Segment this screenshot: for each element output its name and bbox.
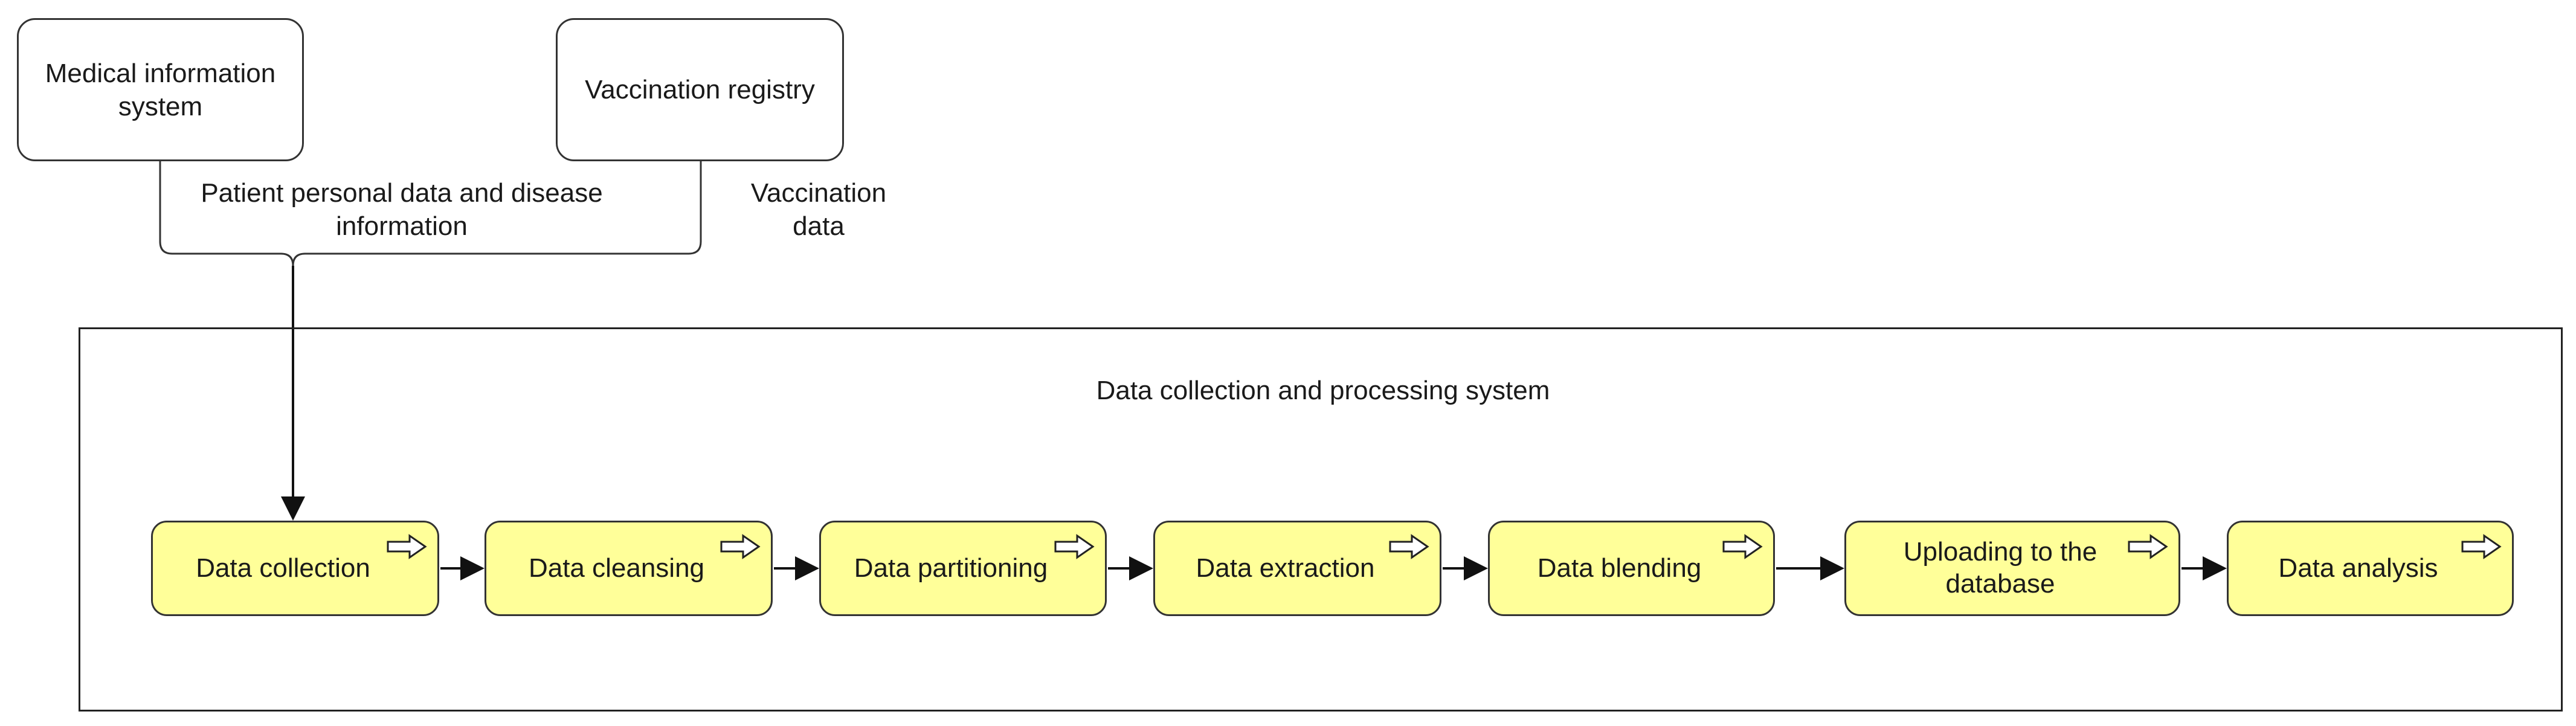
data-blending-step: Data blending bbox=[1488, 521, 1775, 616]
patient-data-edge-label: Patient personal data and disease inform… bbox=[201, 178, 603, 241]
data-analysis-step-label: Data analysis bbox=[2278, 553, 2438, 583]
process-arrow-icon bbox=[387, 534, 427, 559]
vaccination-registry-box: Vaccination registry bbox=[556, 18, 844, 161]
process-arrow-icon bbox=[1722, 534, 1763, 559]
processing-system-container bbox=[79, 327, 2563, 712]
process-arrow-icon bbox=[1054, 534, 1095, 559]
data-analysis-step: Data analysis bbox=[2227, 521, 2514, 616]
uploading-to-the-database-step-label: Uploading to the database bbox=[1903, 537, 2098, 599]
processing-system-title: Data collection and processing system bbox=[1096, 376, 1550, 405]
data-blending-step-label: Data blending bbox=[1537, 553, 1702, 583]
data-collection-step-label: Data collection bbox=[196, 553, 370, 583]
medical-information-system-box: Medical information system bbox=[17, 18, 304, 161]
vaccination-registry-label: Vaccination registry bbox=[585, 75, 815, 104]
process-arrow-icon bbox=[720, 534, 761, 559]
data-partitioning-step: Data partitioning bbox=[819, 521, 1107, 616]
data-cleansing-step-label: Data cleansing bbox=[528, 553, 705, 583]
process-arrow-icon bbox=[2128, 534, 2168, 559]
data-collection-step: Data collection bbox=[151, 521, 439, 616]
data-extraction-step-label: Data extraction bbox=[1196, 553, 1375, 583]
data-partitioning-step-label: Data partitioning bbox=[854, 553, 1048, 583]
process-arrow-icon bbox=[1389, 534, 1429, 559]
vaccination-data-edge-label: Vaccination data bbox=[750, 178, 887, 241]
medical-information-system-label: Medical information system bbox=[45, 58, 276, 121]
process-arrow-icon bbox=[2461, 534, 2502, 559]
uploading-to-the-database-step: Uploading to the database bbox=[1844, 521, 2180, 616]
data-extraction-step: Data extraction bbox=[1153, 521, 1441, 616]
data-cleansing-step: Data cleansing bbox=[485, 521, 773, 616]
